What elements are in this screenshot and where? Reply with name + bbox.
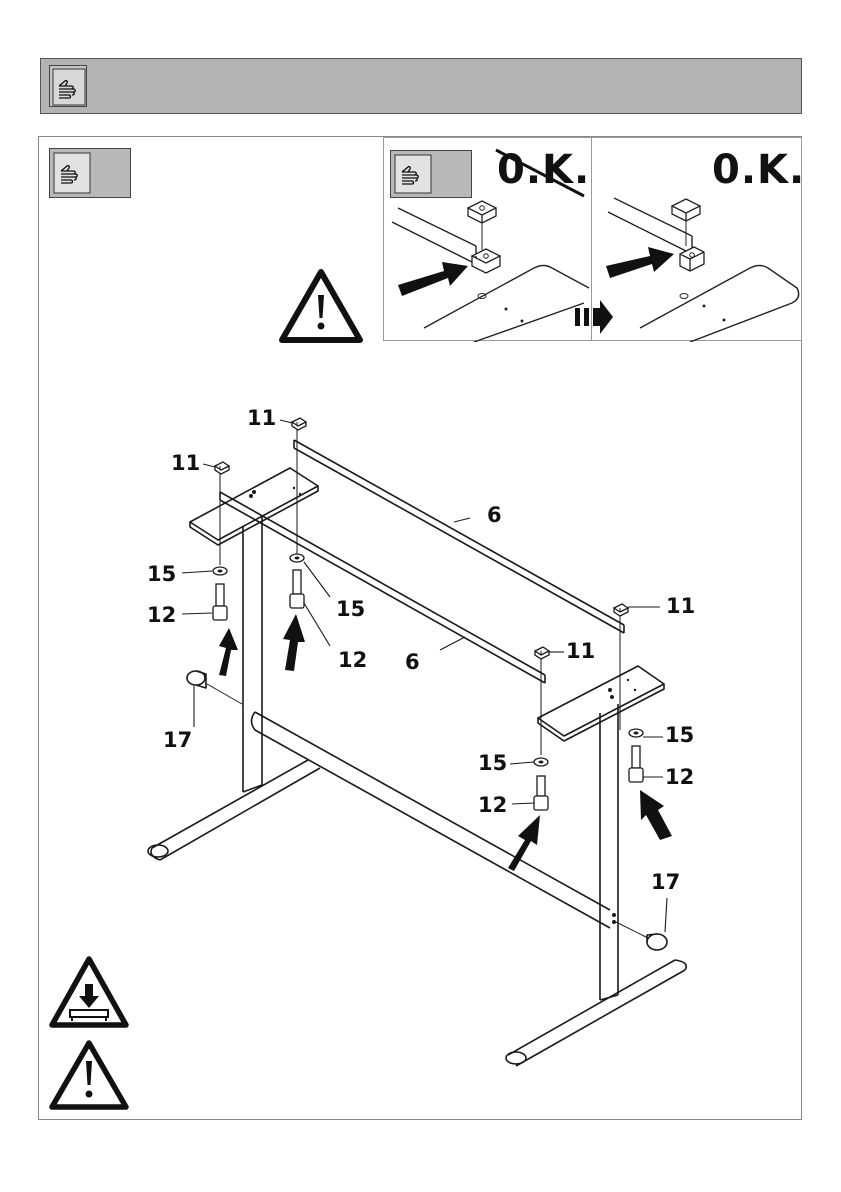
part-label-17: 17 — [163, 730, 192, 751]
hand-icon — [49, 65, 87, 107]
arrow-icon — [606, 247, 674, 278]
part-label-12: 12 — [147, 605, 176, 626]
header-bar — [40, 58, 802, 114]
part-label-15: 15 — [147, 564, 176, 585]
inset-correct: 0.K. — [591, 137, 802, 341]
hand-icon — [49, 148, 131, 198]
arrow-icon — [398, 262, 468, 296]
inset-wrong: 0.K. — [383, 137, 592, 341]
cross-out-line — [496, 150, 584, 196]
part-label-12: 12 — [665, 767, 694, 788]
part-label-6: 6 — [487, 505, 502, 526]
part-label-6: 6 — [405, 652, 420, 673]
part-label-11: 11 — [566, 641, 595, 662]
part-label-17: 17 — [651, 872, 680, 893]
part-label-15: 15 — [478, 753, 507, 774]
part-label-15: 15 — [665, 725, 694, 746]
part-label-11: 11 — [247, 408, 276, 429]
part-label-11: 11 — [171, 453, 200, 474]
part-label-12: 12 — [338, 650, 367, 671]
part-label-15: 15 — [336, 599, 365, 620]
part-label-11: 11 — [666, 596, 695, 617]
part-label-12: 12 — [478, 795, 507, 816]
